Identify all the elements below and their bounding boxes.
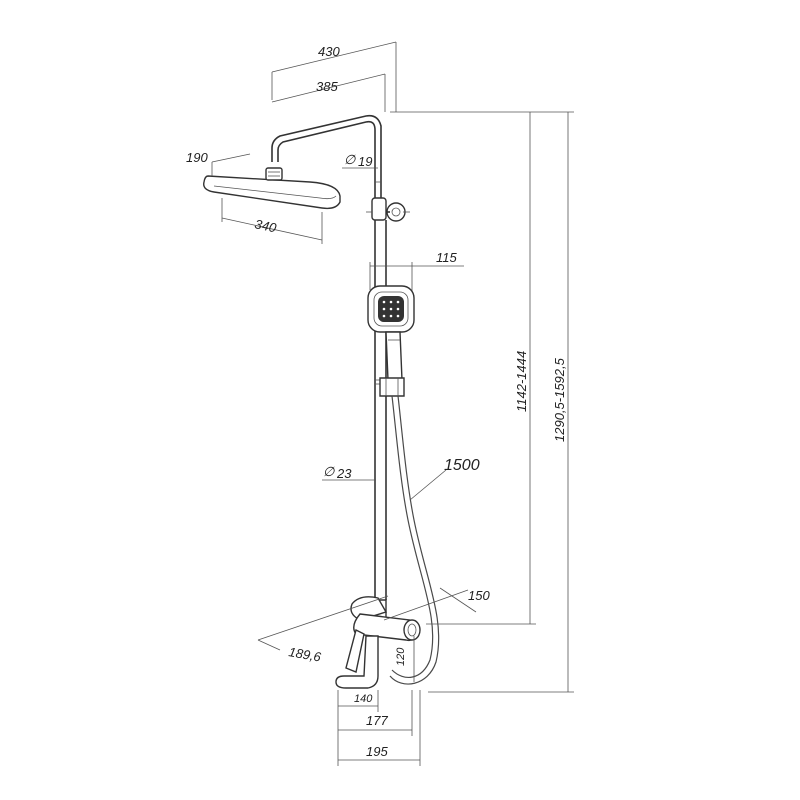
- dimension-189-6: 189,6: [257, 595, 389, 665]
- shower-arm: [271, 114, 382, 200]
- dim-177-label: 177: [366, 713, 388, 728]
- dimension-430: 430: [271, 41, 397, 112]
- diameter-symbol-19: ∅: [344, 152, 356, 167]
- dimension-115: 115: [369, 250, 464, 300]
- mixer-lever: [345, 628, 365, 673]
- dim-150-label: 150: [468, 588, 490, 603]
- diverter-knob: [366, 197, 410, 222]
- dimension-195: 195: [337, 690, 421, 766]
- dim-dia19-label: 19: [358, 154, 372, 169]
- dim-340-label: 340: [253, 216, 278, 235]
- dim-385-label: 385: [316, 79, 338, 94]
- dim-height1-label: 1142-1444: [514, 351, 529, 412]
- diameter-symbol-23: ∅: [323, 464, 335, 479]
- dimension-diameter-19: ∅ 19: [342, 152, 378, 169]
- nozzle-dots: [382, 300, 400, 318]
- dimension-height-1290-5-1592-5: 1290,5-1592,5: [428, 111, 574, 693]
- dim-120-label: 120: [395, 647, 407, 666]
- rain-shower-head: [203, 167, 341, 210]
- dim-dia23-label: 23: [336, 466, 352, 481]
- dimension-140: 140: [337, 690, 379, 712]
- dimension-height-1142-1444: 1142-1444: [390, 111, 536, 625]
- dim-189-label: 189,6: [287, 644, 322, 665]
- dim-430-label: 430: [318, 44, 340, 59]
- dimension-385: 385: [271, 73, 386, 112]
- dimension-190: 190: [186, 150, 251, 176]
- dim-140-label: 140: [354, 693, 373, 705]
- dimension-hose-1500: 1500: [409, 457, 480, 501]
- dimension-150: 150: [383, 587, 490, 621]
- dimension-340: 340: [221, 198, 323, 244]
- dimension-diameter-23: ∅ 23: [322, 464, 376, 481]
- dim-height2-label: 1290,5-1592,5: [552, 357, 567, 442]
- hand-shower: [367, 285, 415, 397]
- dim-115-label: 115: [436, 250, 457, 265]
- dimension-120: 120: [395, 636, 415, 682]
- dim-190-label: 190: [186, 150, 208, 165]
- dim-195-label: 195: [366, 744, 388, 759]
- dim-1500-label: 1500: [444, 457, 480, 474]
- spout: [335, 635, 379, 689]
- dimension-177: 177: [337, 690, 413, 736]
- mixer-body: [350, 596, 421, 642]
- shower-hose: [389, 395, 440, 685]
- main-column: [374, 220, 387, 600]
